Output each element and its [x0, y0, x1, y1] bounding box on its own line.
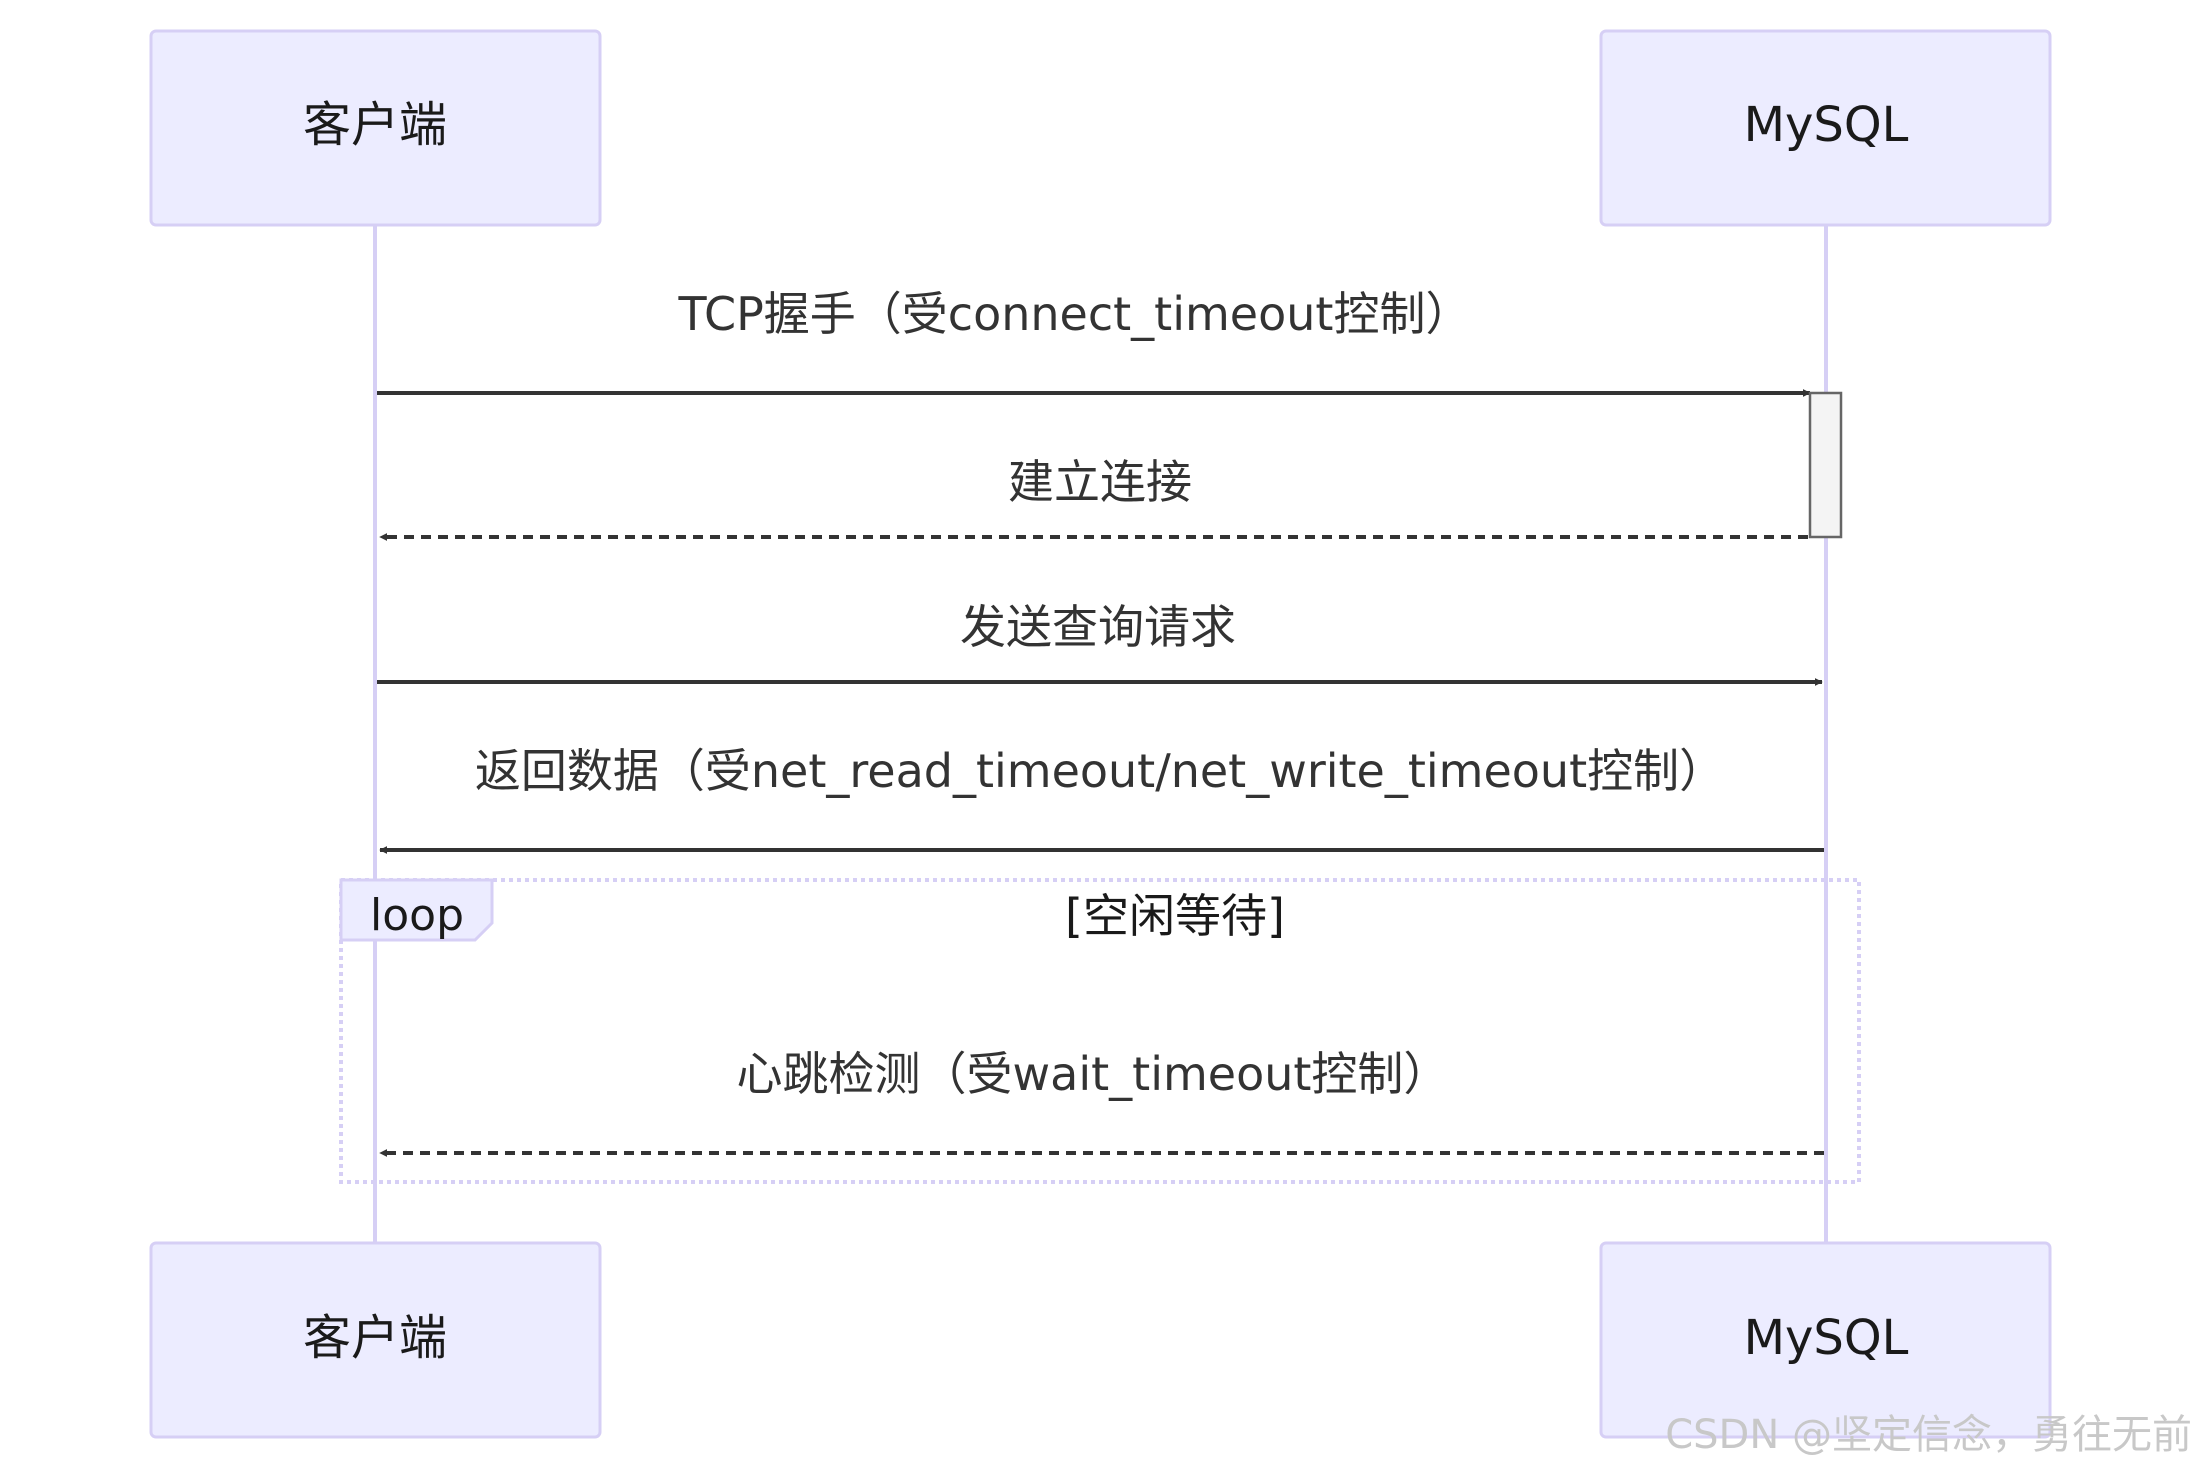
message-label-query: 发送查询请求 [960, 600, 1236, 654]
loop-label: loop [370, 890, 464, 941]
message-label-connect: 建立连接 [1008, 455, 1192, 509]
message-label-return-data: 返回数据（受net_read_timeout/net_write_timeout… [475, 744, 1725, 798]
actor-client-bottom: 客户端 [149, 1241, 602, 1439]
loop-frame: loop [空闲等待] [339, 878, 1861, 1184]
actor-client-top: 客户端 [149, 29, 602, 227]
message-label-heartbeat: 心跳检测（受wait_timeout控制） [737, 1047, 1450, 1101]
loop-condition: [空闲等待] [1065, 889, 1285, 943]
mysql-activation [1808, 391, 1843, 539]
message-label-tcp-handshake: TCP握手（受connect_timeout控制） [678, 287, 1472, 341]
actor-mysql-bottom: MySQL [1599, 1241, 2052, 1439]
actor-client-top-label: 客户端 [303, 97, 447, 153]
actor-mysql-top-label: MySQL [1744, 97, 1909, 153]
actor-client-bottom-label: 客户端 [303, 1310, 447, 1366]
actor-mysql-top: MySQL [1599, 29, 2052, 227]
actor-mysql-bottom-label: MySQL [1744, 1310, 1909, 1366]
loop-tab [339, 878, 494, 942]
watermark-text: CSDN @坚定信念，勇往无前 [1665, 1412, 2192, 1458]
